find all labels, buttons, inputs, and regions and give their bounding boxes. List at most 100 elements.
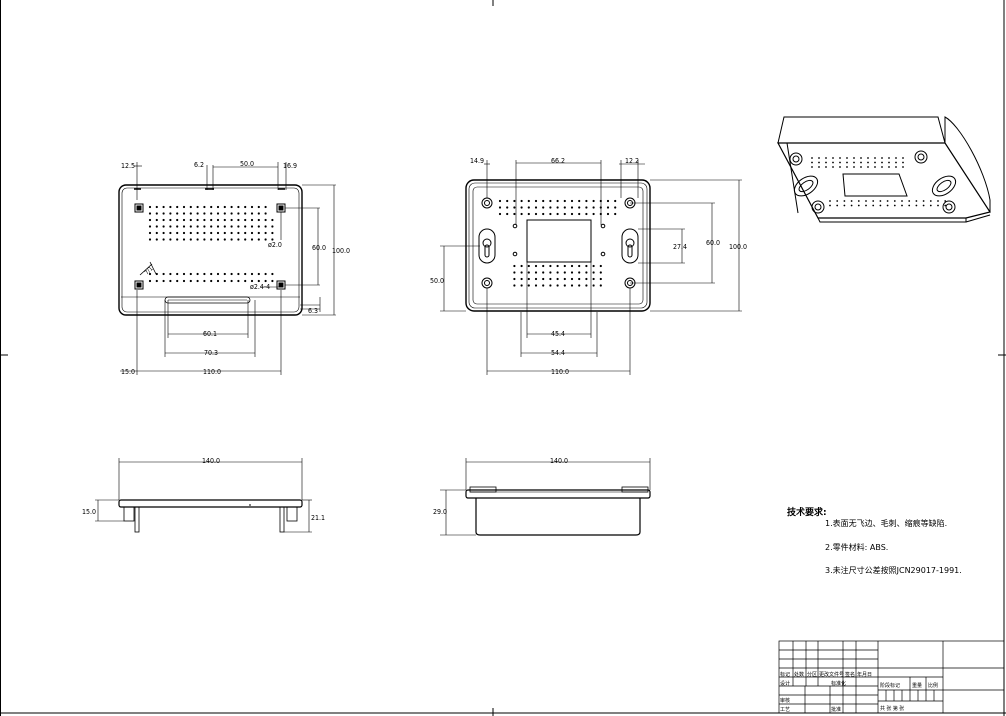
vent-hole <box>513 206 516 209</box>
vent-hole <box>230 238 233 241</box>
vent-hole <box>169 218 172 222</box>
dim-70-3: 70.3 <box>204 349 218 357</box>
vent-hole <box>901 204 903 207</box>
vent-hole <box>182 238 186 241</box>
dim-140b: 140.0 <box>550 457 568 465</box>
vent-hole <box>578 271 581 274</box>
vent-hole <box>556 264 559 268</box>
vent-hole <box>189 218 192 222</box>
vent-hole <box>189 272 192 276</box>
vent-hole <box>244 205 247 209</box>
vent-hole <box>230 218 233 222</box>
vent-hole <box>556 277 559 281</box>
vent-hole <box>169 225 172 228</box>
tb-count: 处数 <box>794 671 804 678</box>
vent-hole <box>176 272 179 276</box>
vent-hole <box>563 284 566 287</box>
vent-hole <box>196 225 199 228</box>
vent-hole <box>549 264 552 268</box>
vent-hole <box>498 206 502 209</box>
bottom-middle-side-view <box>465 486 651 536</box>
vent-hole <box>872 200 875 202</box>
vent-hole <box>549 206 552 209</box>
vent-hole <box>893 200 896 202</box>
vent-hole <box>244 212 247 215</box>
vent-hole <box>895 166 897 168</box>
vent-hole <box>902 161 904 164</box>
vent-hole <box>244 231 247 235</box>
vent-hole <box>244 225 247 228</box>
dim-15: 15.0 <box>121 368 135 376</box>
vent-hole <box>169 272 172 276</box>
vent-hole <box>874 166 876 168</box>
vent-hole <box>846 161 848 164</box>
vent-hole <box>264 218 267 222</box>
vent-hole <box>189 205 192 209</box>
vent-hole <box>542 264 545 268</box>
dim-140: 140.0 <box>202 457 220 465</box>
vent-hole <box>846 157 848 159</box>
vent-hole <box>148 212 152 215</box>
vent-hole <box>520 212 523 216</box>
vent-hole <box>244 279 247 283</box>
vent-hole <box>182 279 186 283</box>
vent-hole <box>839 157 841 159</box>
vent-hole <box>169 279 172 283</box>
vent-hole <box>860 157 862 159</box>
technical-requirements: 技术要求: 1.表面无飞边、毛刺、缩痕等缺陷. 2.零件材料: ABS. 3.未… <box>787 506 962 575</box>
vent-hole <box>527 199 530 203</box>
vent-hole <box>148 272 152 276</box>
vent-hole <box>944 200 947 202</box>
vent-hole <box>257 231 260 235</box>
vent-hole <box>257 225 260 228</box>
vent-hole <box>162 218 165 222</box>
vent-hole <box>929 204 932 207</box>
vent-hole <box>210 218 213 222</box>
vent-hole <box>881 161 883 164</box>
dim-14-9: 14.9 <box>470 157 484 165</box>
vent-hole <box>556 271 559 274</box>
vent-hole <box>230 225 233 228</box>
dim-29: 29.0 <box>433 508 447 516</box>
vent-hole <box>216 231 220 235</box>
vent-hole <box>257 279 260 283</box>
vent-hole <box>578 277 581 281</box>
dim-6-3: 6.3 <box>308 307 318 315</box>
tb-std: 标准化 <box>831 680 846 687</box>
vent-hole <box>865 200 867 202</box>
vent-hole <box>513 284 516 287</box>
vent-hole <box>570 212 574 216</box>
vent-hole <box>230 231 233 235</box>
vent-hole <box>563 199 566 203</box>
vent-hole <box>196 231 199 235</box>
vent-hole <box>203 218 206 222</box>
vent-hole <box>872 204 875 207</box>
vent-hole <box>534 284 538 287</box>
vent-hole <box>857 204 860 207</box>
vent-hole <box>563 264 566 268</box>
vent-hole <box>929 200 932 202</box>
vent-hole <box>203 272 206 276</box>
vent-hole <box>237 218 240 222</box>
vent-hole <box>592 199 595 203</box>
vent-hole <box>176 205 179 209</box>
vent-hole <box>867 166 869 168</box>
vent-hole <box>176 225 179 228</box>
vent-hole <box>237 279 240 283</box>
vent-hole <box>867 161 869 164</box>
vent-hole <box>148 279 152 283</box>
tb-scale: 比例 <box>928 682 938 689</box>
vent-hole <box>176 231 179 235</box>
vent-hole <box>506 206 509 209</box>
vent-hole <box>189 225 192 228</box>
vent-hole <box>886 200 889 202</box>
vent-hole <box>513 212 516 216</box>
top-left-dimensions: 12.5 6.2 50.0 16.9 60.0 100.0 ø2.0 ø2.4-… <box>120 160 350 376</box>
vent-hole <box>264 225 267 228</box>
vent-hole <box>189 231 192 235</box>
vent-hole <box>893 204 896 207</box>
vent-hole <box>599 277 602 281</box>
vent-hole <box>237 238 240 241</box>
tb-date: 年月日 <box>857 671 872 678</box>
tb-zone: 分区 <box>807 671 817 678</box>
